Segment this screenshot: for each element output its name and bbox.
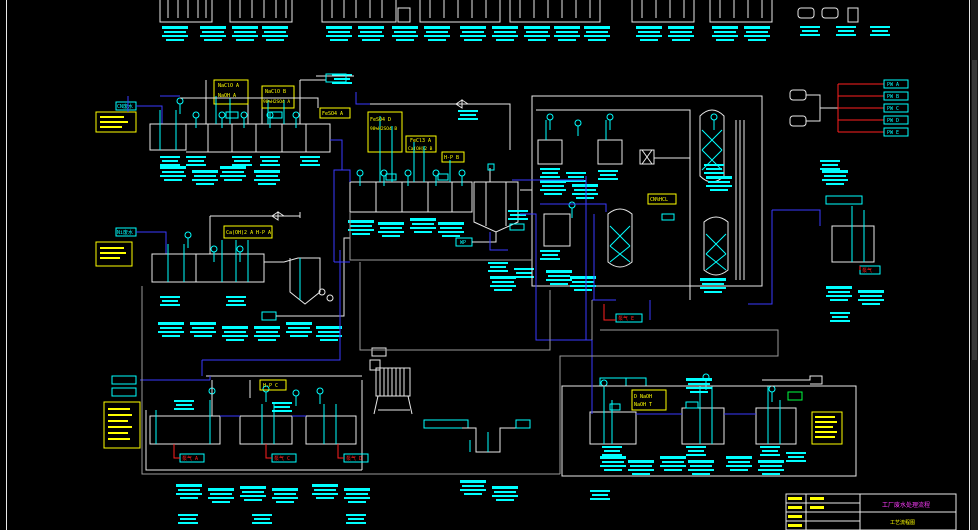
label-pw-d: PW D: [887, 118, 899, 124]
label-fecl3-a: FeCl3 A: [410, 138, 431, 144]
label-pw-c: PW C: [887, 106, 899, 112]
title-sub: 工艺流程图: [890, 519, 915, 526]
top-tags: [162, 26, 890, 120]
central-precipitation-unit: [348, 99, 534, 291]
label-h2so4-b: 98%H2SO4 B: [370, 126, 397, 132]
label-pump-c: 泵气 C: [274, 455, 290, 462]
label-pump-b: 泵气: [862, 267, 872, 274]
ni-treatment-train: [95, 211, 350, 341]
label-hp-c: H-P C: [263, 383, 278, 389]
label-naoh-a: NaOH A: [218, 93, 236, 99]
label-pw-b: PW B: [887, 94, 899, 100]
label-feso4-a: FeSO4 A: [322, 111, 343, 117]
title-block: [785, 493, 957, 530]
air-blower-station: [789, 79, 909, 322]
label-caoh2-a: Ca(OH)2 A: [226, 230, 253, 236]
final-treatment-tanks: [561, 373, 857, 500]
label-pw-a: PW A: [887, 82, 899, 88]
label-feso4-d: FeSO4 D: [370, 117, 391, 123]
air-lines: [603, 266, 861, 321]
process-pipelines: [127, 92, 821, 417]
label-pump-a: 泵气 A: [182, 455, 198, 462]
label-naclo-b: NaClO B: [265, 89, 286, 95]
return-lines: [141, 212, 779, 475]
label-hp-b: H-P B: [444, 155, 459, 161]
label-caoh2-b: Ca(OH)2 B: [408, 146, 433, 152]
top-equipment-row: [159, 0, 859, 23]
label-hp-a: H-P A: [256, 230, 271, 236]
collection-tanks: [103, 347, 413, 524]
label-pw-e: PW E: [887, 130, 899, 136]
label-cn-hcl: CN%HCL: [650, 197, 668, 203]
label-naclo-a: NaClO A: [218, 83, 239, 89]
title-main: 工厂废水处理流程: [882, 501, 930, 509]
cn-treatment-train: [95, 73, 354, 262]
sump-pit: [423, 419, 531, 501]
label-pump-e: 泵气 E: [618, 315, 634, 322]
label-h2so4-a: 98%H2SO4 A: [263, 99, 290, 105]
filtration-ion-exchange: [509, 95, 763, 323]
label-wp: WP: [460, 240, 466, 246]
label-pump-d: 泵气 D: [346, 455, 362, 462]
label-cn: CN废水: [117, 103, 133, 110]
drawing-frame: [6, 0, 970, 530]
scrollbar-thumb[interactable]: [972, 60, 977, 360]
vertical-scrollbar[interactable]: [971, 0, 978, 530]
label-naoh-t: NaOH T: [634, 402, 652, 408]
label-ni: Ni废水: [117, 229, 133, 236]
label-d-naoh: D NaOH: [634, 394, 652, 400]
